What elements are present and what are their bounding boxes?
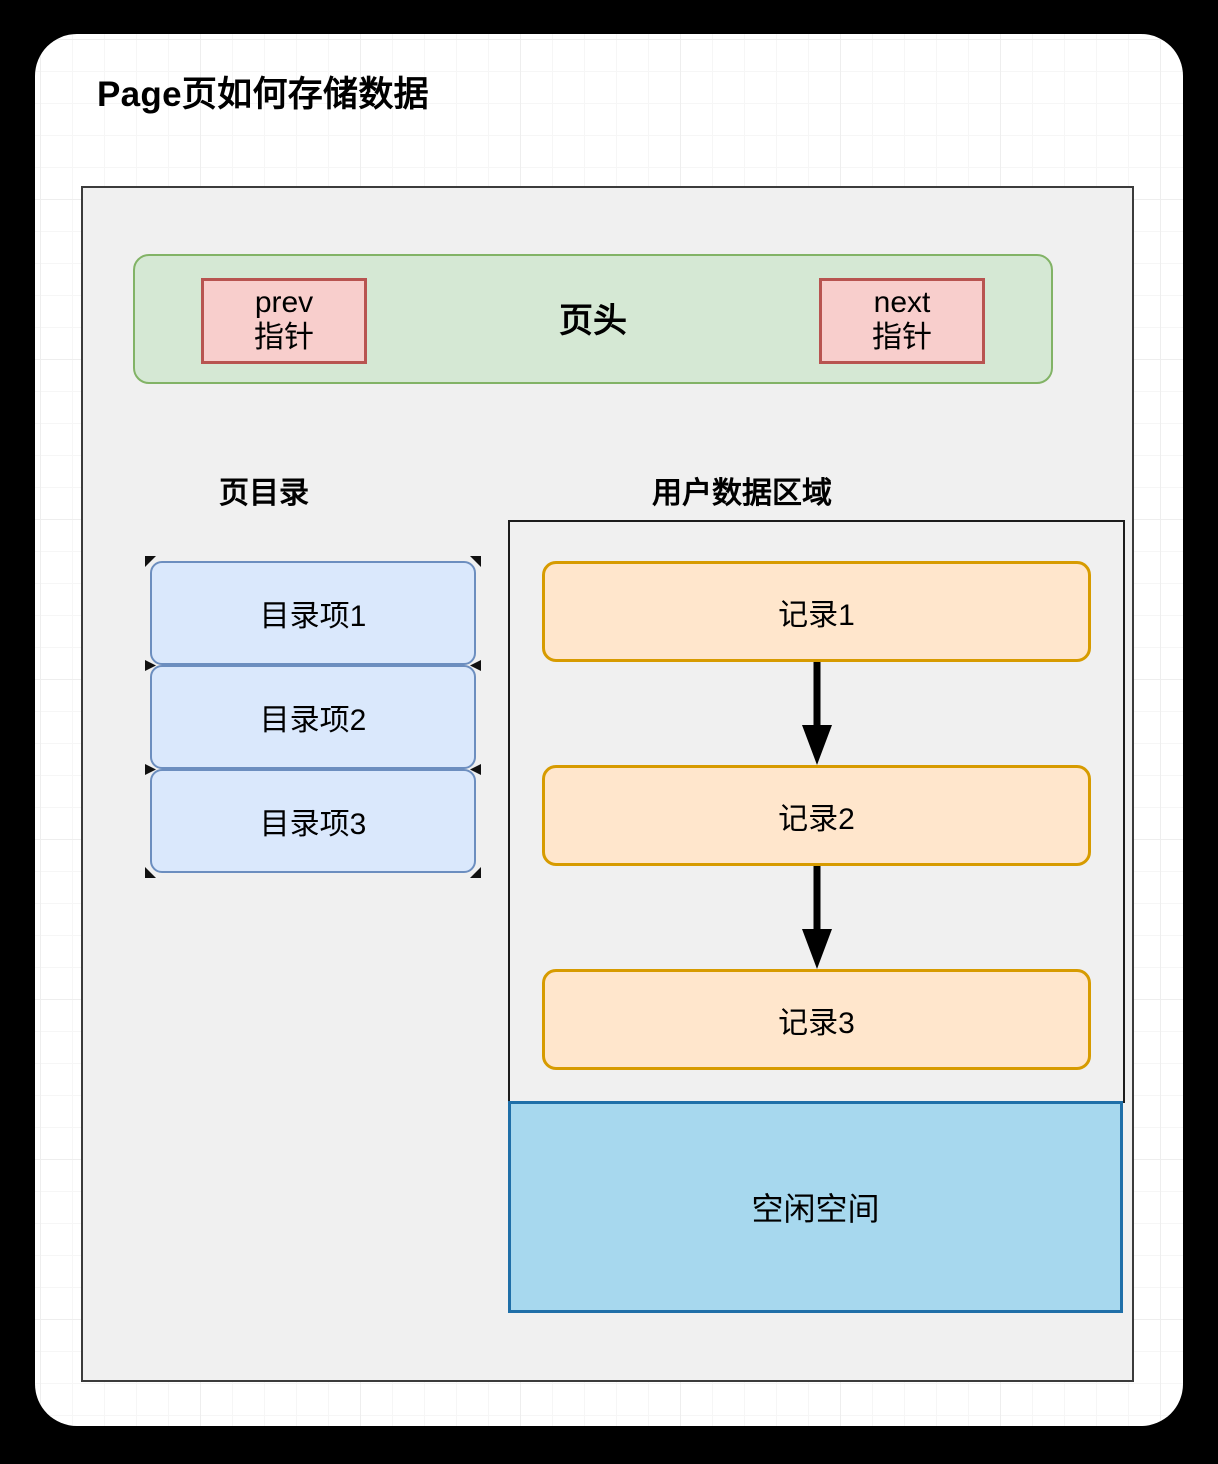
prev-pointer-box[interactable]: prev 指针 <box>201 278 367 364</box>
record-box[interactable]: 记录2 <box>542 765 1091 866</box>
directory-item[interactable]: 目录项3 <box>150 769 476 873</box>
directory-item[interactable]: 目录项2 <box>150 665 476 769</box>
user-data-area-caption: 用户数据区域 <box>652 477 832 510</box>
prev-pointer-label-line1: prev <box>254 286 314 320</box>
record-box[interactable]: 记录3 <box>542 969 1091 1070</box>
page-directory-list[interactable]: 目录项1 目录项2 目录项3 <box>145 556 481 878</box>
page-title: Page页如何存储数据 <box>97 75 429 114</box>
page-header-label: 页头 <box>559 302 627 340</box>
user-data-area: 记录1 记录2 记录3 <box>508 520 1125 1103</box>
record-box[interactable]: 记录1 <box>542 561 1091 662</box>
record-link-arrow-icon <box>802 662 832 765</box>
prev-pointer-label-line2: 指针 <box>254 321 314 354</box>
page-header-bar[interactable]: prev 指针 页头 next 指针 <box>133 254 1053 384</box>
diagram-canvas: Page页如何存储数据 prev 指针 页头 next 指针 页目录 用户数据区… <box>35 34 1183 1426</box>
page-directory-caption: 页目录 <box>219 477 309 510</box>
record-link-arrow-icon <box>802 866 832 969</box>
next-pointer-label-line2: 指针 <box>872 321 932 354</box>
next-pointer-label-line1: next <box>873 286 931 320</box>
next-pointer-box[interactable]: next 指针 <box>819 278 985 364</box>
free-space-box[interactable]: 空闲空间 <box>508 1101 1123 1313</box>
page-frame: prev 指针 页头 next 指针 页目录 用户数据区域 目录项1 目录项2 … <box>81 186 1134 1382</box>
directory-item[interactable]: 目录项1 <box>150 561 476 665</box>
